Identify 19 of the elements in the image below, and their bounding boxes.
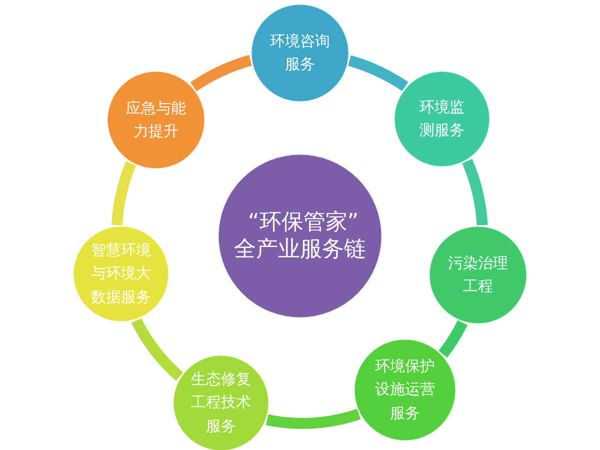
hub-circle: [217, 153, 383, 319]
service-label: 应急与能力提升: [126, 98, 186, 142]
ring-connector: [264, 408, 362, 429]
service-circle: [72, 225, 170, 323]
service-label: 环境保护设施运营服务: [374, 356, 436, 424]
service-label: 生态修复工程技术服务: [190, 369, 252, 437]
service-label: 环境监测服务: [419, 96, 465, 141]
service-label: 智慧环境与环境大数据服务: [90, 240, 152, 308]
service-circle: [428, 225, 528, 325]
ring-connector: [131, 316, 184, 381]
hub-title: “环保管家”全产业服务链: [234, 208, 366, 264]
service-circle: [393, 70, 491, 168]
ring-connector: [438, 318, 468, 360]
service-label: 环境咨询服务: [270, 30, 330, 75]
service-circle: [250, 3, 350, 103]
service-circle: [353, 338, 457, 442]
service-circle: [106, 70, 206, 170]
ring-connector: [189, 54, 254, 92]
service-label: 污染治理工程: [448, 252, 508, 297]
